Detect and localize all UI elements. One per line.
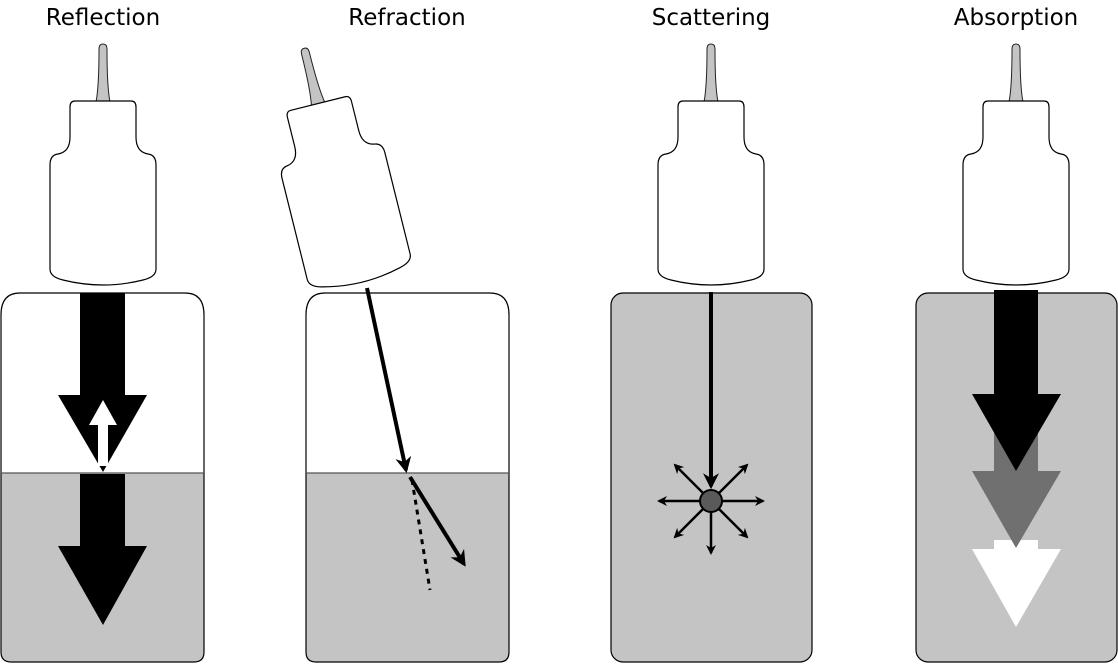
unrefracted-path: [410, 479, 432, 591]
panel-reflection: Reflection: [0, 5, 205, 663]
bottle-outline: [305, 292, 510, 663]
incident-arrow-black: [972, 290, 1061, 471]
panel-title: Absorption: [954, 5, 1079, 31]
panel-title: Scattering: [652, 5, 771, 31]
incident-arrow: [58, 293, 147, 472]
attenuated-arrow-gray: [972, 420, 1061, 548]
scattering-particle: [699, 489, 723, 513]
refracted-beam: [408, 475, 466, 567]
panel-refraction: Refraction: [252, 5, 510, 663]
ultrasound-probe: [49, 43, 157, 286]
bottle-outline: [0, 292, 205, 663]
reflected-arrow: [89, 400, 117, 466]
ultrasound-probe: [657, 43, 765, 286]
medium-lower: [306, 473, 509, 662]
panel-scattering: Scattering: [610, 5, 813, 663]
ultrasound-probe-tilted: [252, 34, 415, 296]
panel-title: Refraction: [348, 5, 465, 31]
attenuated-arrow-white: [972, 540, 1061, 627]
panel-title: Reflection: [46, 5, 160, 31]
incident-beam: [365, 287, 412, 474]
panel-absorption: Absorption: [915, 5, 1118, 663]
ultrasound-probe: [962, 43, 1070, 286]
transmitted-arrow: [58, 474, 147, 625]
